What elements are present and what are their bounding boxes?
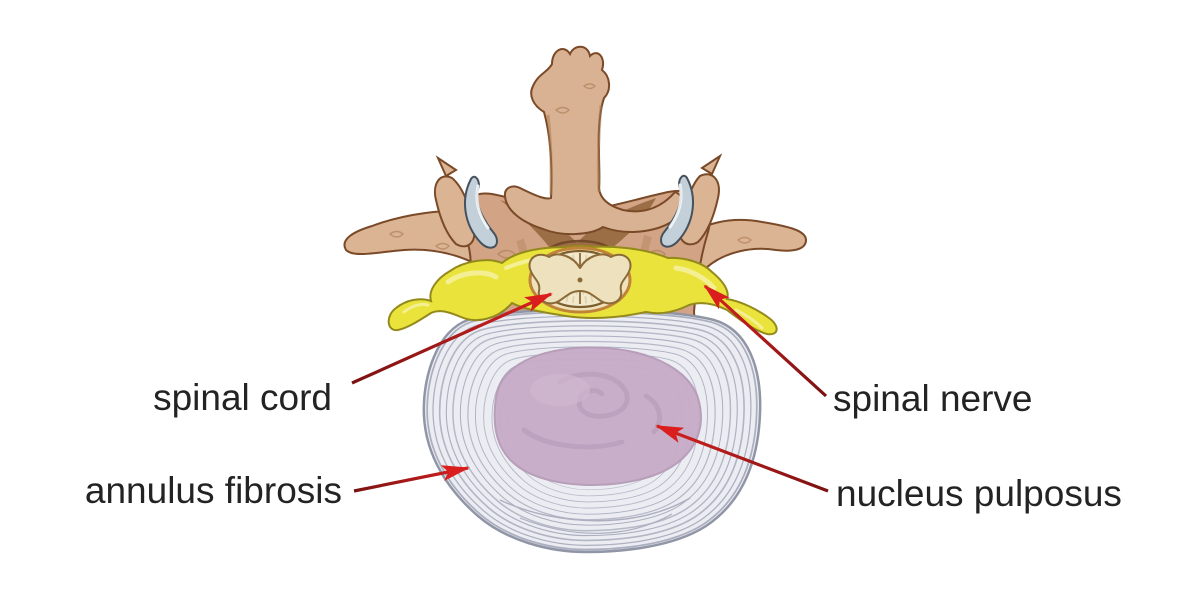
label-spinal-nerve: spinal nerve xyxy=(833,378,1033,419)
annotation-arrows xyxy=(351,284,829,493)
facet-cartilage-right xyxy=(659,174,694,248)
annulus-rings xyxy=(426,311,758,551)
facet-cartilage-left xyxy=(464,175,499,249)
intervertebral-disc xyxy=(422,308,762,554)
arrow-spinal-nerve xyxy=(703,284,828,398)
facet-cartilage-right-highlight xyxy=(668,183,683,229)
arrow-annulus-fibrosis xyxy=(353,465,470,493)
spinous-shade-left xyxy=(546,114,553,196)
spinous-shade-right xyxy=(596,104,603,193)
facet-cartilage-left-highlight xyxy=(475,184,490,230)
central-canal xyxy=(577,277,583,283)
spinal-cord-group xyxy=(528,246,632,314)
nucleus-highlight xyxy=(530,374,590,406)
label-nucleus-pulposus: nucleus pulposus xyxy=(836,473,1122,514)
arrow-spinal-cord xyxy=(351,292,553,385)
arrow-nucleus-pulposus xyxy=(655,424,829,493)
label-spinal-cord: spinal cord xyxy=(153,377,332,418)
label-annulus-fibrosis: annulus fibrosis xyxy=(85,470,342,511)
spinous-process xyxy=(503,45,685,236)
labels: spinal cord annulus fibrosis spinal nerv… xyxy=(85,377,1122,514)
